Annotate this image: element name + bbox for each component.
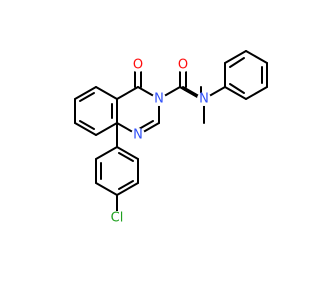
atom-labels: O O N N N Cl (106, 58, 211, 226)
bond (245, 50, 268, 64)
bond (74, 86, 97, 100)
atom-nitrogen-ring-n3: N (131, 128, 145, 143)
bond (229, 83, 245, 94)
atom-oxygen-amide: O (176, 58, 190, 73)
molecule-structure-diagram: O O N N N Cl (74, 50, 268, 226)
bond (79, 92, 95, 102)
atom-oxygen-ketone: O (131, 58, 145, 73)
bond (95, 122, 118, 136)
atom-label: N (133, 128, 143, 143)
bond (118, 180, 134, 190)
bond (74, 122, 97, 136)
atom-nitrogen-amide: N (197, 92, 211, 107)
atom-chlorine: Cl (106, 211, 128, 226)
bond (79, 120, 95, 130)
bond (116, 182, 139, 196)
bond (116, 86, 139, 100)
bond (229, 57, 245, 68)
bond (224, 50, 247, 64)
bond (224, 86, 247, 100)
bond (95, 86, 118, 100)
atom-nitrogen-ring-n2: N (152, 92, 166, 107)
bond (116, 146, 139, 160)
bond (95, 146, 118, 160)
bond (118, 152, 134, 162)
bond-lines (74, 50, 268, 212)
atom-label: O (178, 58, 188, 73)
bond (245, 86, 268, 100)
atom-label: O (133, 58, 143, 73)
bond (138, 120, 154, 130)
atom-label: N (154, 92, 164, 107)
atom-label: N (199, 92, 209, 107)
bond (95, 182, 118, 196)
atom-label: Cl (111, 211, 124, 226)
